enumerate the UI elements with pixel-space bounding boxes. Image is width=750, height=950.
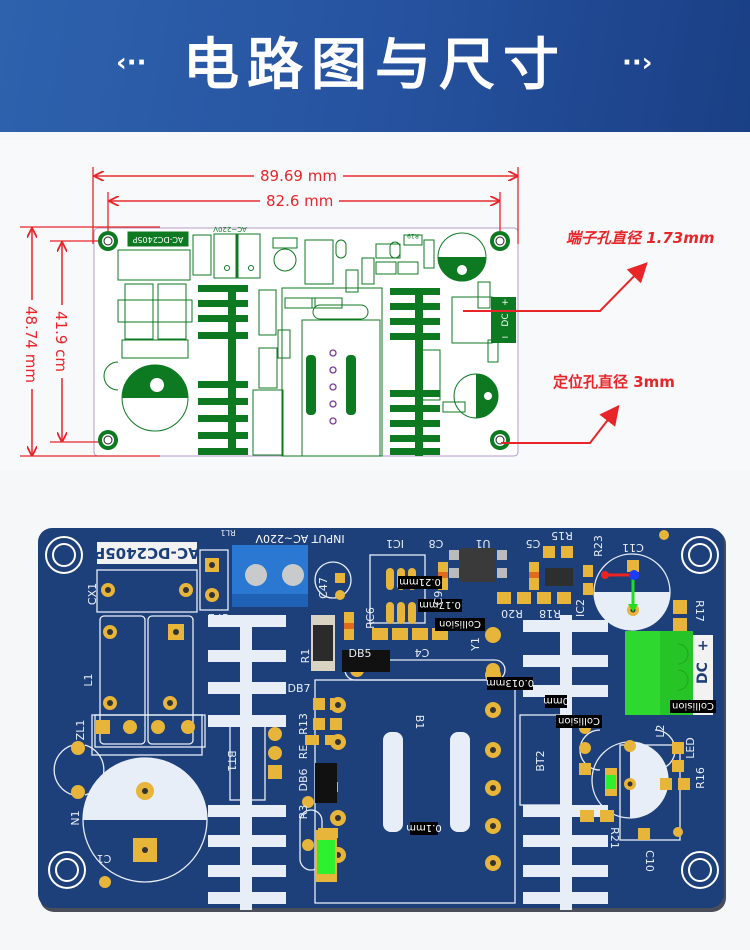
ref-c4: C4 (415, 646, 430, 659)
input-terminal-block (232, 545, 308, 607)
ref-c8: C8 (429, 537, 444, 550)
page-title: 电路图与尺寸 (183, 33, 567, 98)
ref-y1: Y1 (469, 637, 482, 652)
ref-l2: L2 (654, 724, 667, 737)
render-dc-label-bg (693, 635, 713, 715)
overall-width-label: 89.69 mm (254, 167, 343, 185)
silk-model-label: AC-DC2405P (132, 235, 183, 244)
ref-r3: R3 (297, 805, 310, 820)
render-model-label: AC-DC2405P (94, 544, 199, 562)
hole-spacing-width-label: 82.6 mm (260, 192, 340, 210)
terminal-hole-callout: 端子孔直径 1.73mm (566, 229, 715, 247)
ref-r13: R13 (297, 713, 310, 735)
ref-c5: C5 (526, 537, 541, 550)
ref-db5: DB5 (348, 647, 371, 660)
ref-r23: R23 (592, 535, 605, 557)
ref-c11: C11 (622, 541, 644, 554)
callout-arrows (463, 262, 648, 444)
silk-dc-label: DC (501, 313, 511, 326)
ref-re: RE (297, 745, 310, 760)
transformer-pins (329, 349, 337, 425)
drc-markers: 0.21mm 0.17mm Collision 0.013mm 0mm Coll… (398, 576, 716, 835)
page-header: ‹·· 电路图与尺寸 ··› (0, 0, 750, 132)
ref-ic1: IC1 (386, 537, 404, 550)
right-decoration-icon: ··› (622, 48, 653, 78)
mounting-hole-callout: 定位孔直径 3mm (553, 373, 675, 391)
drc-marker: Collision (439, 618, 481, 629)
mounting-hole-bottom-right (490, 430, 510, 450)
silk-plus-label: + (501, 298, 509, 308)
ref-c1: C1 (97, 852, 112, 865)
ref-db7: DB7 (287, 682, 310, 695)
ref-c47: C47 (317, 577, 330, 599)
render-refdes: CX1 L1 ZL1 N1 C1 SP2 BT1 R1 C47 DB7 R13 … (69, 528, 707, 872)
ref-r16: R16 (694, 767, 707, 789)
silk-minus-label: − (501, 333, 509, 343)
axis-gizmo (601, 570, 639, 612)
drc-marker: Collision (672, 700, 714, 711)
ref-n1: N1 (69, 810, 82, 825)
ref-bt1: BT1 (225, 750, 238, 771)
ref-u1: U1 (475, 537, 490, 550)
render-dc-label: DC (695, 662, 711, 684)
ref-r18: R18 (539, 607, 561, 620)
ref-r17: R17 (693, 600, 706, 622)
mounting-hole-top-left (98, 231, 118, 251)
left-decoration-icon: ‹·· (116, 48, 147, 78)
ref-ic2: IC2 (574, 599, 587, 617)
ref-c10: C10 (643, 850, 656, 872)
dimension-drawing: AC-DC2405P AC~220V DC + − R19 89.69 mm 8… (0, 140, 750, 470)
render-model-label-bg (97, 542, 197, 564)
ref-bt2: BT2 (534, 750, 547, 771)
ref-r1: R1 (299, 649, 312, 664)
drc-marker: 0.1mm (406, 822, 441, 833)
silk-input-label: AC~220V (213, 225, 247, 233)
ref-r21: R21 (608, 827, 621, 849)
ref-rl1: RL1 (220, 528, 235, 537)
ref-r15: R15 (551, 529, 573, 542)
ref-b1: B1 (413, 715, 426, 730)
drc-marker: Collision (558, 715, 600, 726)
hole-spacing-height-label: 41.9 cm (52, 305, 70, 379)
mounting-hole-bottom-left (98, 430, 118, 450)
ref-cx1: CX1 (86, 583, 99, 605)
pcb-render: AC-DC2405P INPUT AC~220V (38, 528, 726, 912)
silkscreen-fills (122, 257, 516, 456)
silk-ref-r19: R19 (407, 232, 419, 239)
ref-rc6: RC6 (364, 607, 377, 629)
ref-r20: R20 (501, 607, 523, 620)
ref-led: LED (684, 737, 697, 759)
drc-marker: 0mm (543, 695, 569, 706)
ref-zl1: ZL1 (74, 720, 87, 741)
ref-db6: DB6 (297, 768, 310, 791)
render-smd-parts (311, 548, 617, 882)
ref-c9: C9 (432, 591, 445, 606)
overall-height-label: 48.74 mm (22, 300, 40, 389)
ref-sp2: SP2 (208, 611, 229, 624)
drc-marker: 0.17mm (419, 599, 461, 610)
silkscreen-diagram: AC-DC2405P AC~220V DC + − R19 (20, 167, 648, 457)
drc-marker: 0.013mm (486, 677, 534, 688)
drc-marker: 0.21mm (399, 576, 441, 587)
render-mounting-holes (45, 536, 719, 889)
render-plus-label: + (697, 638, 709, 654)
ref-l1: L1 (82, 673, 95, 686)
mounting-hole-top-right (490, 231, 510, 251)
render-input-label: INPUT AC~220V (255, 532, 345, 545)
